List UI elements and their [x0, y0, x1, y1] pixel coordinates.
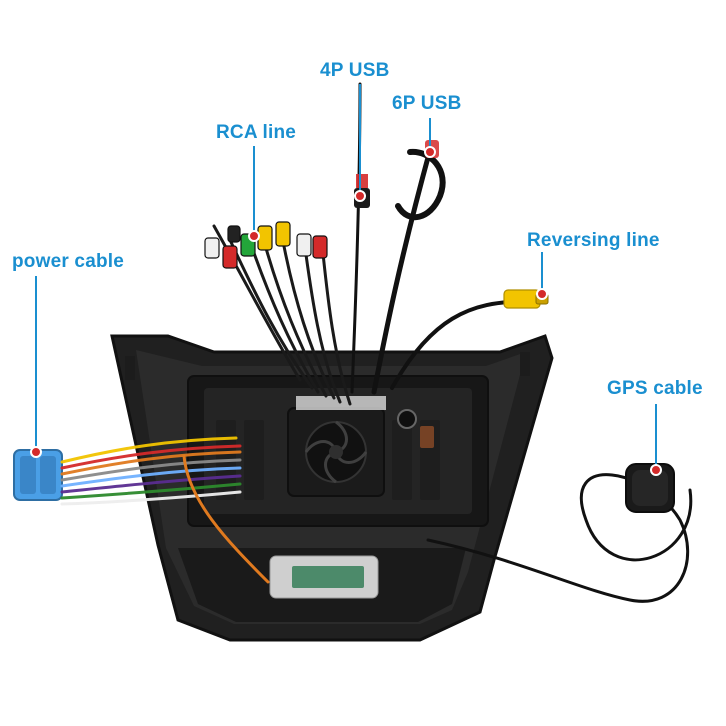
label-rca-line: RCA line [216, 122, 297, 143]
label-6p-usb: 6P USB [392, 93, 462, 114]
head-unit-back [187, 375, 489, 527]
label-power-cable: power cable [12, 251, 125, 272]
callout-dot-power [30, 446, 42, 458]
callout-dot-reversing [536, 288, 548, 300]
label-gps-cable: GPS cable [607, 378, 703, 399]
callout-dot-rca [248, 230, 260, 242]
callout-dot-gps [650, 464, 662, 476]
power-cable-bundle [13, 436, 270, 584]
callout-dot-6p-usb [424, 146, 436, 158]
callout-dot-4p-usb [354, 190, 366, 202]
gps-cable-and-antenna [426, 463, 693, 603]
label-4p-usb: 4P USB [320, 60, 390, 81]
callout-dots [30, 146, 662, 476]
label-reversing-line: Reversing line [527, 230, 660, 251]
